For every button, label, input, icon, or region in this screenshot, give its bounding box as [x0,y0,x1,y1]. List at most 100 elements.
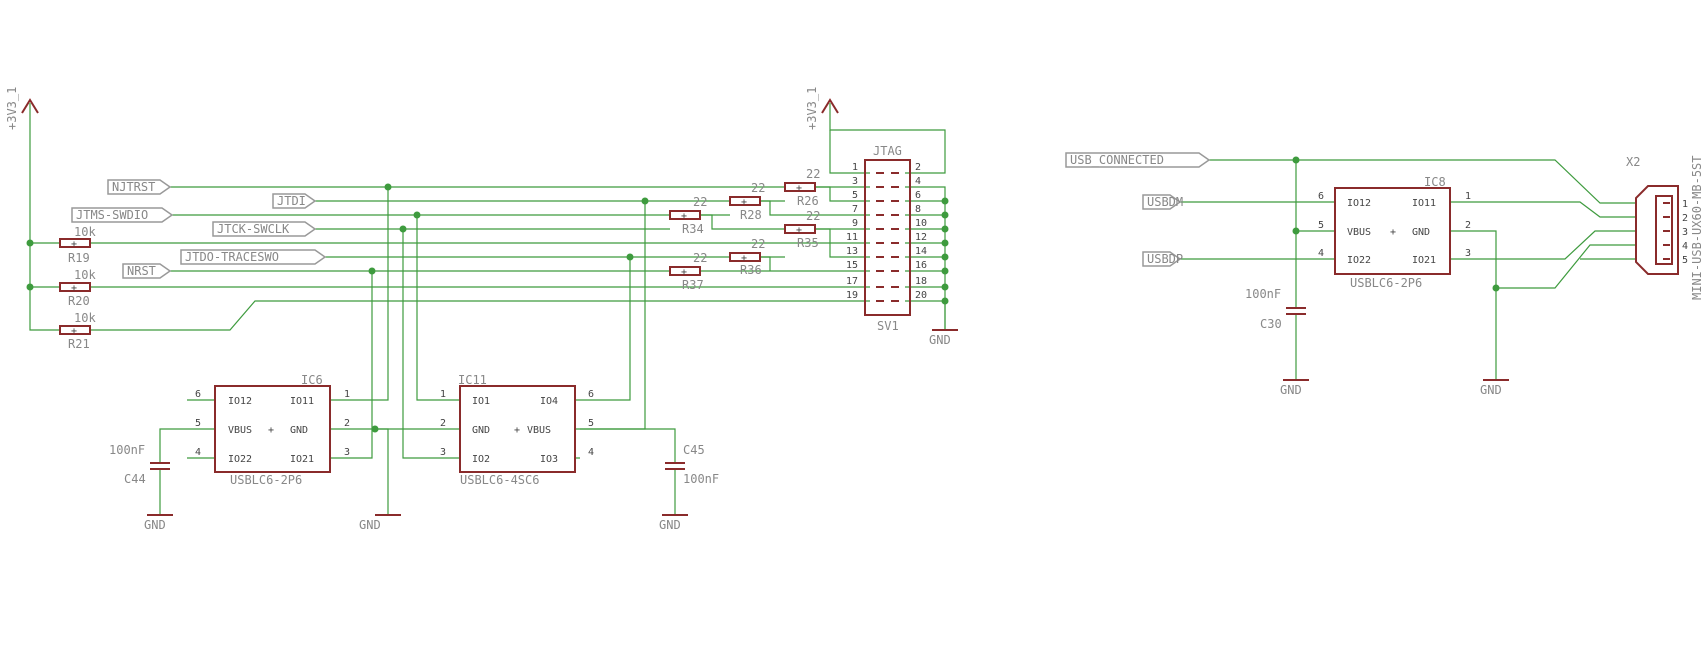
resistor-r37: + 22 R37 [669,251,707,292]
svg-text:USBLC6-4SC6: USBLC6-4SC6 [460,473,539,487]
net-label-usbdp: USBDP [1142,251,1183,267]
svg-text:4: 4 [1318,248,1324,259]
svg-text:R36: R36 [740,263,762,277]
svg-text:1: 1 [440,389,446,400]
svg-text:22: 22 [693,195,707,209]
ic6-usblc6-2p6: IC6 USBLC6-2P6 IO12 IO11 VBUS GND IO22 I… [187,373,350,487]
svg-text:GND: GND [1412,227,1430,238]
svg-text:7: 7 [852,204,858,215]
svg-text:GND: GND [144,518,166,532]
svg-text:5: 5 [852,190,858,201]
supply-label-left: +3V3_1 [5,87,19,130]
svg-text:USBDM: USBDM [1147,195,1183,209]
connector-left-pin-numbers: 1 3 5 7 9 11 13 15 17 19 [846,162,858,301]
svg-text:GND: GND [1480,383,1502,397]
svg-text:MINI-USB-UX60-MB-5ST: MINI-USB-UX60-MB-5ST [1690,156,1704,301]
svg-text:IO4: IO4 [540,396,558,407]
svg-text:22: 22 [806,167,820,181]
svg-text:20: 20 [915,290,927,301]
svg-text:IC6: IC6 [301,373,323,387]
svg-text:VBUS: VBUS [228,425,252,436]
svg-text:+: + [796,183,802,194]
svg-text:+: + [268,425,274,436]
svg-text:2: 2 [1682,213,1688,224]
svg-text:USB_CONNECTED: USB_CONNECTED [1070,153,1164,167]
svg-text:11: 11 [846,232,858,243]
svg-text:100nF: 100nF [1245,287,1281,301]
gnd-symbol-ic6: GND [359,514,401,532]
svg-text:IC11: IC11 [458,373,487,387]
svg-text:3: 3 [1682,227,1688,238]
net-label-jtms-swdio: JTMS-SWDIO [71,207,174,223]
svg-text:3: 3 [852,176,858,187]
svg-text:R28: R28 [740,208,762,222]
svg-text:2: 2 [1465,220,1471,231]
capacitor-c45: C45 100nF [665,443,719,486]
svg-text:IO21: IO21 [1412,255,1436,266]
svg-text:IO2: IO2 [472,454,490,465]
svg-text:12: 12 [915,232,927,243]
svg-text:+: + [71,326,77,337]
svg-text:+: + [796,225,802,236]
svg-text:4: 4 [588,447,594,458]
ic11-usblc6-4sc6: IC11 USBLC6-4SC6 IO1 IO4 GND VBUS IO2 IO… [437,373,594,487]
svg-text:GND: GND [929,333,951,347]
resistor-r19: + 10k R19 [59,225,96,265]
svg-text:18: 18 [915,276,927,287]
capacitor-c44: 100nF C44 [109,443,170,486]
ic8-usblc6-2p6: IC8 USBLC6-2P6 IO12 IO11 VBUS GND IO22 I… [1300,175,1471,290]
svg-text:5: 5 [1318,220,1324,231]
net-label-njtrst: NJTRST [107,179,172,195]
svg-text:JTDO-TRACESWO: JTDO-TRACESWO [185,250,279,264]
svg-text:R37: R37 [682,278,704,292]
resistor-r28: + 22 R28 [729,181,765,222]
svg-text:10: 10 [915,218,927,229]
connector-title: JTAG [873,144,902,158]
svg-text:VBUS: VBUS [1347,227,1371,238]
svg-text:10k: 10k [74,225,96,239]
svg-text:JTMS-SWDIO: JTMS-SWDIO [76,208,148,222]
svg-text:+: + [741,197,747,208]
supply-symbol-left: +3V3_1 [5,87,39,130]
svg-text:1: 1 [344,389,350,400]
resistor-r36: + 22 R36 [729,237,765,277]
jtag-connector-sv1: JTAG SV1 1 3 5 7 9 11 13 15 17 19 [846,144,927,333]
net-label-jtdo-traceswo: JTDO-TRACESWO [180,249,327,265]
svg-text:USBDP: USBDP [1147,252,1183,266]
resistor-r21: + 10k R21 [59,311,96,351]
net-label-usb-connected: USB_CONNECTED [1065,152,1211,168]
svg-text:+: + [71,239,77,250]
gnd-symbol-c45: GND [659,514,688,532]
svg-text:6: 6 [195,389,201,400]
svg-text:C30: C30 [1260,317,1282,331]
svg-text:6: 6 [1318,191,1324,202]
svg-text:IO11: IO11 [1412,198,1436,209]
svg-text:17: 17 [846,276,858,287]
capacitor-c30: 100nF C30 [1245,287,1306,331]
svg-text:1: 1 [852,162,858,173]
svg-text:IO12: IO12 [1347,198,1371,209]
svg-text:13: 13 [846,246,858,257]
svg-text:10k: 10k [74,268,96,282]
svg-text:4: 4 [1682,241,1688,252]
svg-text:22: 22 [751,181,765,195]
svg-text:+: + [681,267,687,278]
resistor-r35: + 22 R35 [784,209,820,250]
svg-text:14: 14 [915,246,927,257]
svg-text:IO22: IO22 [1347,255,1371,266]
svg-text:2: 2 [344,418,350,429]
svg-text:100nF: 100nF [683,472,719,486]
svg-text:IO3: IO3 [540,454,558,465]
svg-text:10k: 10k [74,311,96,325]
svg-text:R26: R26 [797,194,819,208]
svg-text:1: 1 [1682,199,1688,210]
jtag-wires [29,103,946,515]
connector-right-pin-numbers: 2 4 6 8 10 12 14 16 18 20 [915,162,927,301]
svg-text:+: + [71,283,77,294]
svg-text:GND: GND [290,425,308,436]
supply-symbol-jtag: +3V3_1 [805,87,839,130]
net-label-jtck-swclk: JTCK-SWCLK [212,221,317,237]
usb-connector-x2: X2 1 2 3 4 5 MINI-USB-UX60-MB-5ST [1626,155,1704,300]
svg-text:GND: GND [659,518,681,532]
svg-text:IO11: IO11 [290,396,314,407]
